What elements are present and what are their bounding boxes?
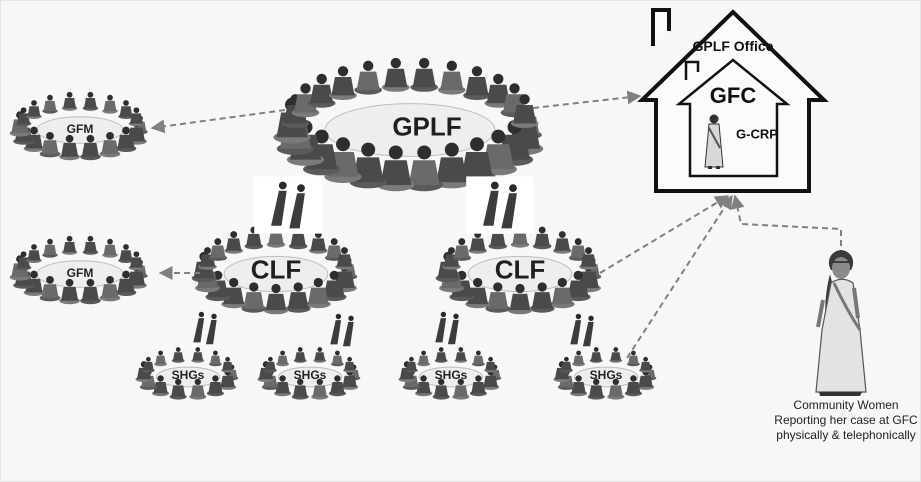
gplf-circle [273, 57, 544, 192]
clf-label-right: CLF [494, 254, 546, 285]
gplf-label: GPLF [392, 111, 462, 142]
clf-circle-left [191, 224, 358, 315]
shg-label-3: SHGs [434, 368, 468, 382]
arrow-clf2-to-office [599, 195, 730, 274]
walkers-clf-shg-3 [435, 311, 459, 345]
shg-circle-1 [135, 347, 239, 400]
walkers-gplf-clf-left [254, 176, 322, 234]
gfm-circle-middle [9, 235, 148, 305]
shg-label-1: SHGs [171, 368, 205, 382]
group-circles [9, 57, 657, 400]
clf-circle-right [435, 224, 602, 315]
gfc-house [675, 58, 791, 178]
walkers-clf-shg-4 [570, 313, 594, 347]
gfc-label: GFC [709, 83, 757, 108]
arrow-woman-to-office [730, 194, 842, 256]
gfm-label-middle: GFM [66, 266, 94, 280]
gcrp-figure [704, 114, 724, 169]
shg-circle-3 [398, 347, 502, 400]
shg-label-4: SHGs [589, 368, 623, 382]
walkers-gplf-clf-right [466, 176, 534, 234]
office-title: GPLF Office [692, 38, 774, 54]
arrow-gplf-to-office [532, 90, 642, 109]
walking-figures [193, 176, 594, 347]
walkers-clf-shg-2 [330, 313, 354, 347]
shg-circle-2 [257, 347, 361, 400]
arrow-shg4-to-office [626, 194, 733, 359]
community-women-caption: Community Women Reporting her case at GF… [774, 398, 918, 442]
shg-label-2: SHGs [293, 368, 327, 382]
community-woman-figure [815, 250, 867, 396]
shg-circle-4 [553, 347, 657, 400]
clf-label-left: CLF [250, 254, 302, 285]
walkers-clf-shg-1 [193, 311, 217, 345]
arrows [150, 90, 842, 359]
arrow-gplf-to-gfm [150, 109, 286, 134]
gfm-circle-top [9, 91, 148, 161]
gfm-label-top: GFM [66, 122, 94, 136]
gcrp-label: G-CRP [736, 126, 778, 142]
